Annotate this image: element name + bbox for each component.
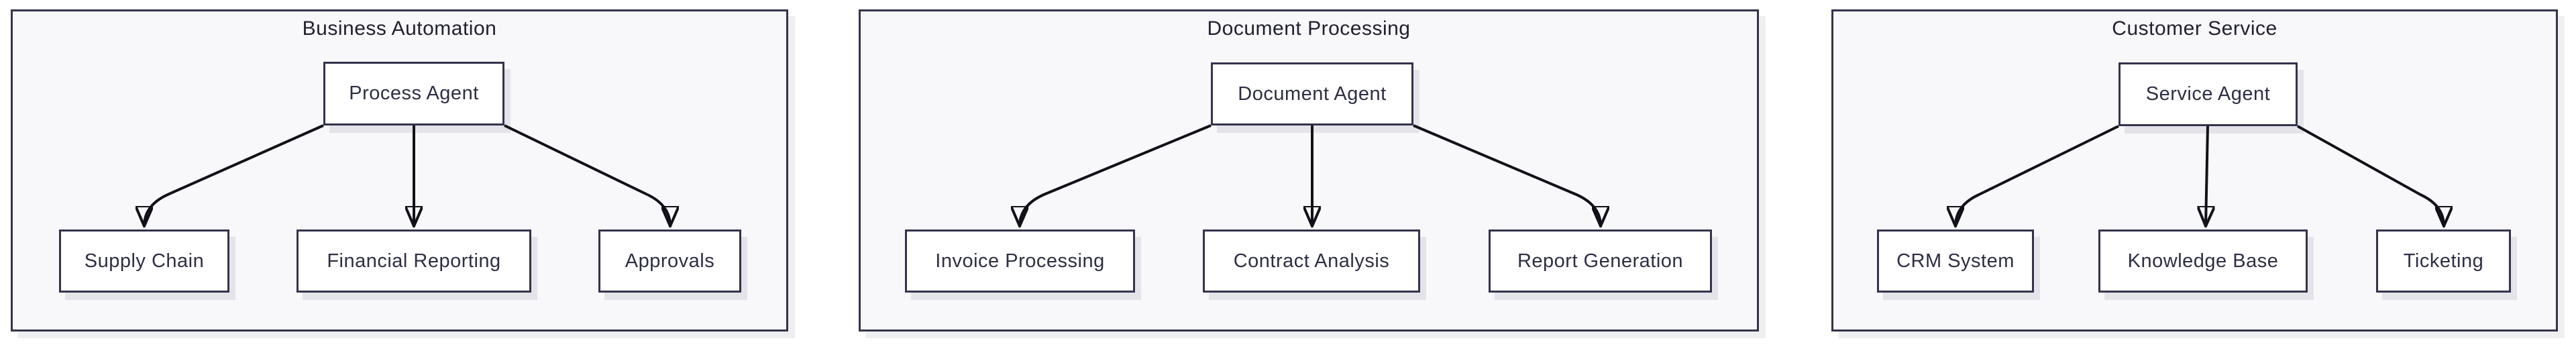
node-invoice-processing: Invoice Processing (905, 230, 1135, 293)
node-ticketing: Ticketing (2376, 230, 2511, 293)
node-service-agent: Service Agent (2118, 62, 2298, 126)
node-label: Knowledge Base (2127, 250, 2279, 272)
group-title: Document Processing (1207, 17, 1411, 40)
node-label: Approvals (625, 250, 715, 272)
node-crm-system: CRM System (1877, 230, 2034, 293)
node-financial-reporting: Financial Reporting (297, 230, 531, 293)
group-title: Business Automation (302, 17, 497, 40)
node-report-generation: Report Generation (1489, 230, 1712, 293)
node-process-agent: Process Agent (323, 62, 504, 125)
node-label: Service Agent (2145, 83, 2271, 105)
node-contract-analysis: Contract Analysis (1203, 230, 1420, 293)
node-label: Document Agent (1238, 83, 1387, 105)
node-label: Report Generation (1517, 250, 1684, 272)
node-label: Invoice Processing (935, 250, 1105, 272)
node-label: Financial Reporting (327, 250, 501, 272)
node-label: Supply Chain (84, 250, 205, 272)
node-label: Contract Analysis (1233, 250, 1390, 272)
node-supply-chain: Supply Chain (59, 230, 229, 293)
node-label: Process Agent (349, 83, 479, 104)
node-document-agent: Document Agent (1211, 62, 1413, 125)
node-label: CRM System (1896, 250, 2015, 272)
node-label: Ticketing (2403, 250, 2484, 272)
group-title: Customer Service (2112, 17, 2277, 40)
node-approvals: Approvals (598, 230, 741, 293)
node-knowledge-base: Knowledge Base (2098, 230, 2308, 293)
